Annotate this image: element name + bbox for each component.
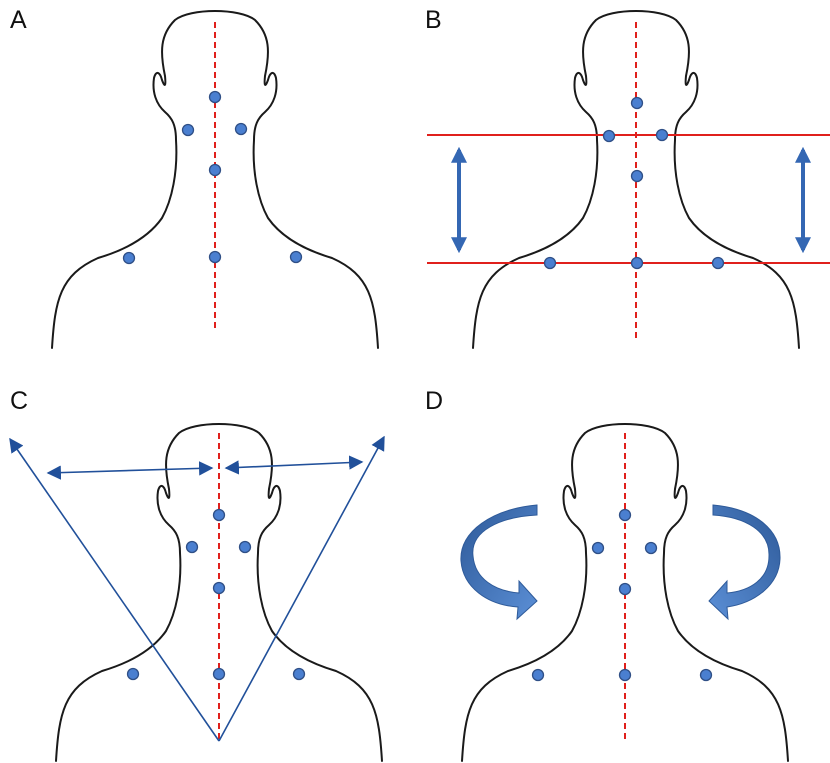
marker-acromion-right: [713, 258, 724, 269]
marker-mastoid-right: [240, 542, 251, 553]
marker-mastoid-left: [187, 542, 198, 553]
marker-occiput: [210, 92, 221, 103]
lateral-flexion-left-line: [10, 439, 219, 741]
marker-occiput: [620, 510, 631, 521]
panel-a: A: [0, 0, 415, 381]
marker-acromion-left: [545, 258, 556, 269]
rotation-arrow-left-icon: [461, 505, 537, 619]
marker-acromion-left: [124, 253, 135, 264]
marker-mastoid-left: [593, 543, 604, 554]
panel-d: D: [415, 381, 830, 763]
distance-arrow-left-icon: [48, 468, 212, 473]
panel-label: A: [10, 6, 27, 35]
marker-cervical: [214, 583, 225, 594]
marker-mastoid-left: [604, 131, 615, 142]
marker-c7: [214, 669, 225, 680]
rotation-arrow-right-icon: [709, 505, 780, 619]
marker-mastoid-left: [183, 125, 194, 136]
lateral-flexion-right-line: [219, 437, 384, 741]
panel-label: C: [10, 387, 28, 416]
marker-cervical: [210, 165, 221, 176]
marker-acromion-right: [701, 670, 712, 681]
marker-occiput: [214, 510, 225, 521]
panel-d-drawing: [415, 381, 830, 763]
marker-c7: [632, 258, 643, 269]
marker-occiput: [632, 98, 643, 109]
marker-mastoid-right: [646, 543, 657, 554]
distance-arrow-right-icon: [226, 462, 362, 468]
marker-acromion-right: [294, 669, 305, 680]
marker-acromion-right: [291, 252, 302, 263]
marker-mastoid-right: [657, 130, 668, 141]
panel-c-drawing: [0, 381, 415, 763]
panel-b-drawing: [415, 0, 830, 381]
marker-acromion-left: [533, 670, 544, 681]
panel-a-drawing: [0, 0, 415, 381]
panel-label: D: [425, 387, 443, 416]
panel-label: B: [425, 6, 442, 35]
panel-b: B: [415, 0, 830, 381]
marker-c7: [620, 670, 631, 681]
panel-c: C: [0, 381, 415, 763]
marker-cervical: [620, 584, 631, 595]
marker-acromion-left: [128, 669, 139, 680]
marker-cervical: [632, 171, 643, 182]
marker-c7: [210, 252, 221, 263]
marker-mastoid-right: [236, 124, 247, 135]
